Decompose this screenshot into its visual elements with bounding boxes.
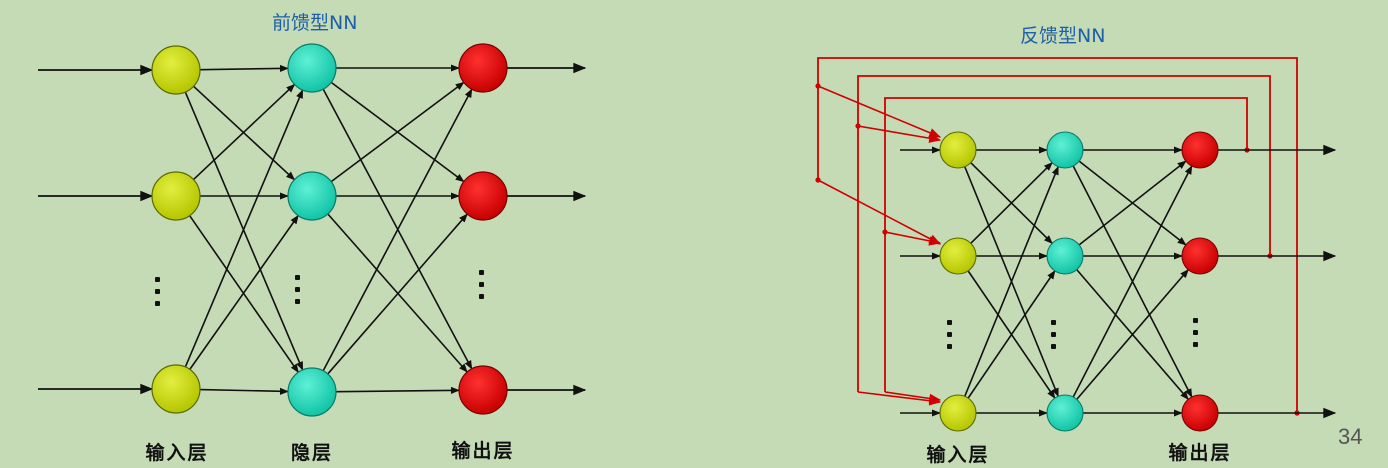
left-input-hidden-edge <box>184 91 304 371</box>
feedback-junction-dot <box>815 83 821 89</box>
left-input-hidden-edge <box>189 215 299 374</box>
left-input-node <box>151 45 201 95</box>
right-input-hidden-edge <box>964 165 1059 397</box>
feedback-branch-arrow <box>884 231 942 246</box>
left-output-layer-label: 输出层 <box>451 440 515 462</box>
feedback-loop-3 <box>817 57 1298 413</box>
feedback-network <box>815 57 1337 432</box>
left-hidden-ellipsis <box>295 275 301 311</box>
feedback-branch-arrow <box>857 125 942 143</box>
right-output-layer-label: 输出层 <box>1168 442 1232 464</box>
feedback-branch-arrow <box>817 179 942 245</box>
left-output-node <box>458 171 508 221</box>
right-input-layer-label: 输入层 <box>926 444 990 466</box>
left-output-node <box>458 43 508 93</box>
right-input-hidden-edge <box>970 162 1053 244</box>
left-output-ellipsis <box>479 270 485 306</box>
feedforward-network <box>38 43 587 417</box>
right-hidden-node <box>1046 394 1084 432</box>
right-output-node <box>1181 394 1219 432</box>
feedback-loop-2 <box>857 75 1271 392</box>
right-hidden-output-edge <box>1078 160 1187 246</box>
left-hidden-output-edge <box>322 88 473 372</box>
left-input-hidden-edge <box>199 64 289 73</box>
left-hidden-output-edge <box>330 81 465 183</box>
left-hidden-node <box>287 43 337 93</box>
left-input-node <box>151 364 201 414</box>
right-input-ellipsis <box>947 320 953 356</box>
left-hidden-node <box>287 171 337 221</box>
right-input-node <box>939 394 977 432</box>
right-hidden-output-edge <box>1076 268 1189 400</box>
right-output-node <box>1181 237 1219 275</box>
feedback-branch-arrow <box>817 85 942 138</box>
right-input-node <box>939 131 977 169</box>
left-input-hidden-edge <box>184 89 304 368</box>
feedback-junction-dot <box>882 229 888 235</box>
right-diagram-title: 反馈型NN <box>1020 25 1106 47</box>
left-hidden-output-edge <box>327 213 468 375</box>
right-hidden-ellipsis <box>1051 320 1057 356</box>
page-number: 34 <box>1338 424 1363 449</box>
left-output-node <box>458 365 508 415</box>
right-hidden-node <box>1046 237 1084 275</box>
right-hidden-node <box>1046 131 1084 169</box>
feedback-branch-arrow <box>884 391 942 404</box>
left-input-node <box>151 171 201 221</box>
right-hidden-output-edge <box>1072 165 1193 398</box>
left-hidden-output-edge <box>335 386 460 394</box>
feedback-junction-dot <box>855 123 861 129</box>
left-input-hidden-edge <box>199 387 289 395</box>
right-input-node <box>939 237 977 275</box>
left-input-hidden-edge <box>189 214 299 370</box>
right-output-node <box>1181 131 1219 169</box>
right-output-ellipsis <box>1193 318 1199 354</box>
feedback-junction-dot <box>815 177 821 183</box>
left-input-layer-label: 输入层 <box>145 442 209 464</box>
left-hidden-layer-label: 隐层 <box>290 442 334 464</box>
left-hidden-node <box>287 367 337 417</box>
left-diagram-title: 前馈型NN <box>272 12 358 34</box>
left-input-hidden-edge <box>192 83 296 181</box>
right-input-hidden-edge <box>967 270 1056 399</box>
feedback-loop-1 <box>884 97 1248 392</box>
feedback-branch-arrow <box>857 391 942 406</box>
left-input-ellipsis <box>155 277 161 313</box>
